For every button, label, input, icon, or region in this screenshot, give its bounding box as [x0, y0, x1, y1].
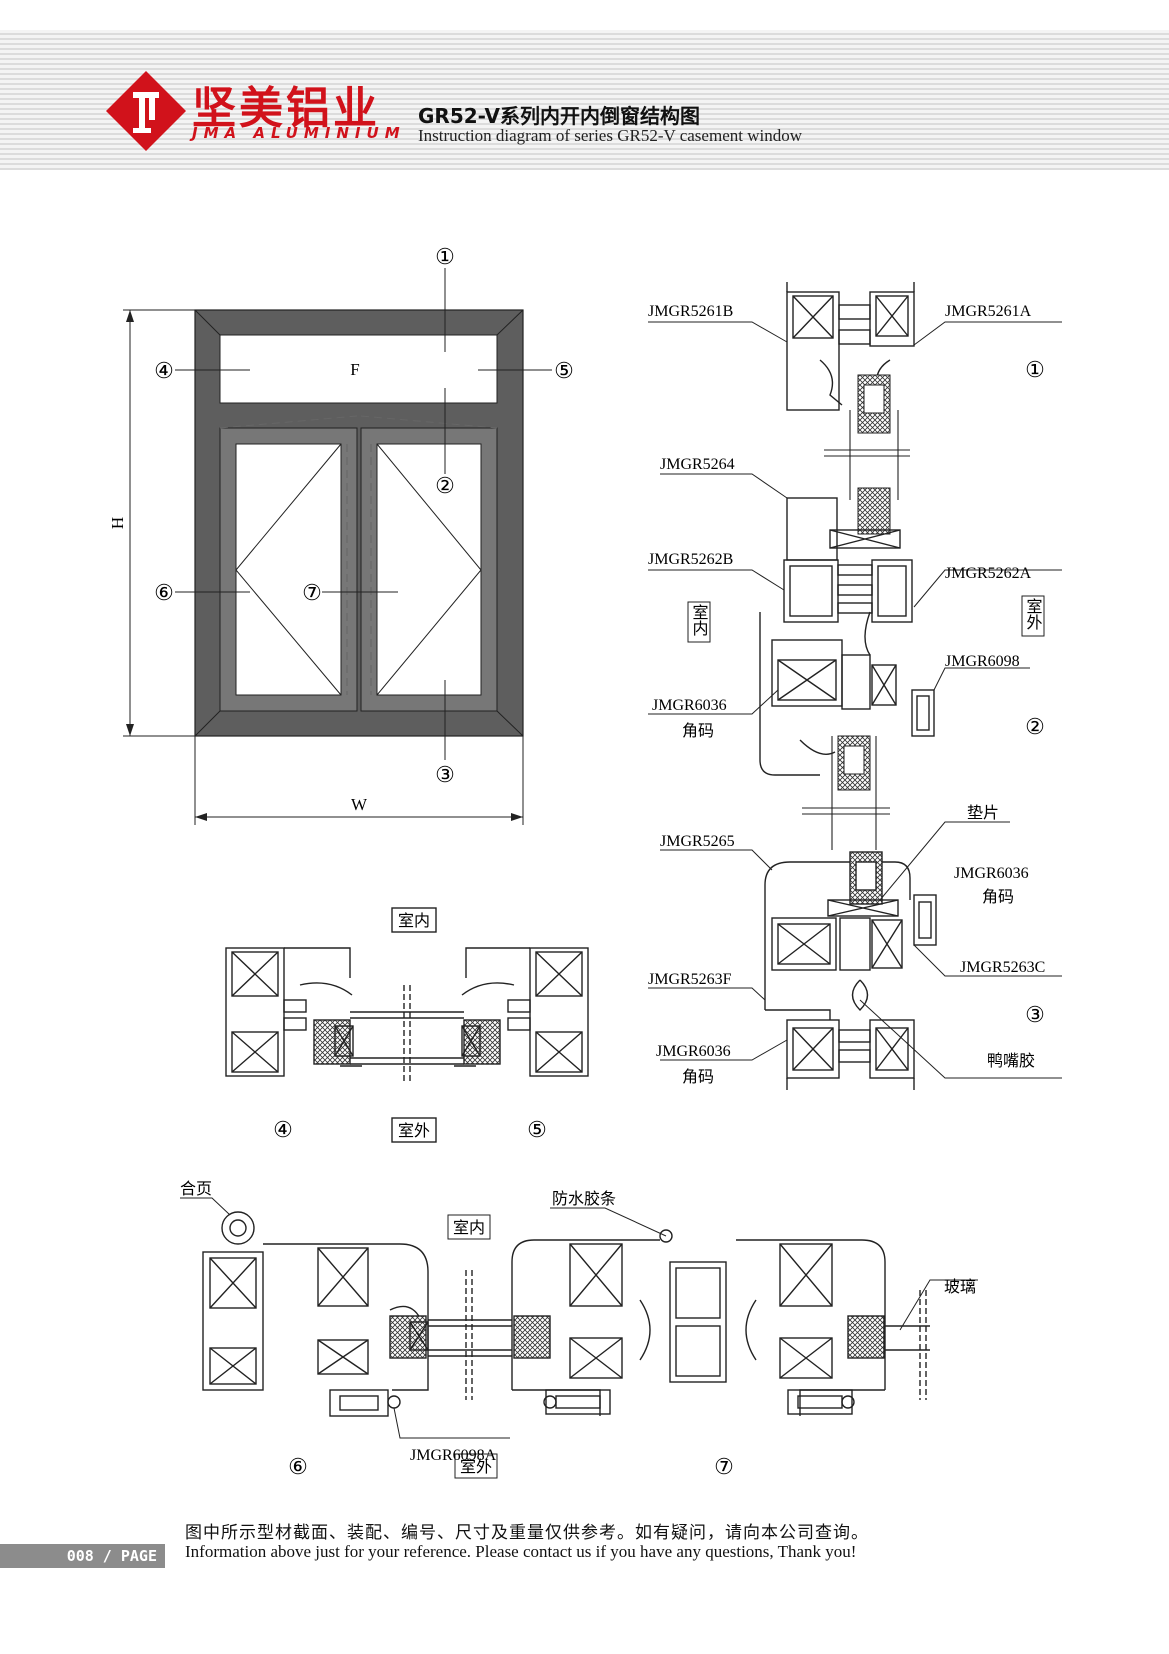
brand-name-en: JMA ALUMINIUM [192, 124, 406, 142]
section-2-transom-sash [759, 497, 935, 776]
indoor-label-mullion: 室内 [398, 911, 430, 930]
sash-left-glass [235, 443, 342, 696]
callout-2: ② [435, 473, 455, 498]
sash-horizontal-section [202, 1211, 930, 1417]
section-marker-4: ④ [273, 1117, 293, 1142]
header-band [0, 30, 1169, 170]
callout-5: ⑤ [554, 358, 574, 383]
vertical-section: JMGR5261B JMGR5261A JMGR5264 JMGR5262B J… [648, 282, 1062, 1090]
label-shim: 垫片 [967, 803, 999, 822]
label-glass: 玻璃 [944, 1277, 976, 1296]
outdoor-label-mullion: 室外 [398, 1121, 430, 1140]
footer-note-cn: 图中所示型材截面、装配、编号、尺寸及重量仅供参考。如有疑问，请向本公司查询。 [185, 1523, 869, 1543]
fixed-pane-label: F [350, 360, 359, 379]
company-logo-icon [106, 71, 186, 151]
label-corner-key-c: 角码 [682, 1067, 714, 1086]
section-marker-1: ① [1025, 357, 1045, 382]
page-title-cn: GR52-V系列内开内倒窗结构图 [418, 104, 700, 128]
sash-right-glass [376, 443, 482, 696]
callout-7: ⑦ [302, 580, 322, 605]
page-number-badge: 008 / PAGE [0, 1544, 165, 1568]
section-marker-5: ⑤ [527, 1117, 547, 1142]
label-jmgr5265: JMGR5265 [660, 833, 735, 850]
label-jmgr5261b: JMGR5261B [648, 303, 733, 320]
label-corner-key-a: 角码 [682, 721, 714, 740]
outdoor-label-sash: 室外 [460, 1457, 492, 1476]
indoor-label-sash: 室内 [453, 1218, 485, 1237]
section-3-bottom-sash [764, 851, 937, 1090]
label-jmgr6036-b: JMGR6036 [954, 865, 1029, 882]
label-jmgr6036-c: JMGR6036 [656, 1043, 731, 1060]
label-jmgr6036-a: JMGR6036 [652, 697, 727, 714]
label-waterproof-strip: 防水胶条 [552, 1189, 616, 1208]
height-dimension-label: H [108, 517, 127, 529]
section-marker-2: ② [1025, 714, 1045, 739]
page-title-en: Instruction diagram of series GR52-V cas… [418, 126, 802, 145]
outdoor-label-vertical: 室外 [1024, 598, 1043, 630]
fixed-pane-section [225, 907, 589, 1143]
footer-note-en: Information above just for your referenc… [185, 1542, 857, 1561]
callout-3: ③ [435, 762, 455, 787]
label-jmgr5261a: JMGR5261A [945, 303, 1032, 320]
label-corner-key-b: 角码 [982, 887, 1014, 906]
label-jmgr5264: JMGR5264 [660, 456, 735, 473]
window-elevation: F H W ① ② ③ ④ ⑤ ⑥ ⑦ [108, 244, 574, 825]
label-duckbill-seal: 鸭嘴胶 [987, 1051, 1035, 1070]
label-jmgr6098: JMGR6098 [945, 653, 1020, 670]
label-jmgr5262b: JMGR5262B [648, 551, 733, 568]
label-jmgr6098a: JMGR6098A [410, 1447, 497, 1464]
label-jmgr5263f: JMGR5263F [648, 971, 732, 988]
section-marker-7: ⑦ [714, 1454, 734, 1479]
width-dimension-label: W [351, 795, 368, 814]
brand-name-cn: 坚美铝业 [192, 83, 380, 134]
callout-4: ④ [154, 358, 174, 383]
label-hinge: 合页 [180, 1179, 212, 1198]
transom-opening [219, 334, 498, 404]
section-marker-3: ③ [1025, 1002, 1045, 1027]
callout-1: ① [435, 244, 455, 269]
section-marker-6: ⑥ [288, 1454, 308, 1479]
label-jmgr5262a: JMGR5262A [945, 565, 1032, 582]
callout-6: ⑥ [154, 580, 174, 605]
section-1-top-frame [786, 282, 915, 411]
indoor-label-vertical: 室内 [690, 604, 709, 637]
label-jmgr5263c: JMGR5263C [960, 959, 1045, 976]
